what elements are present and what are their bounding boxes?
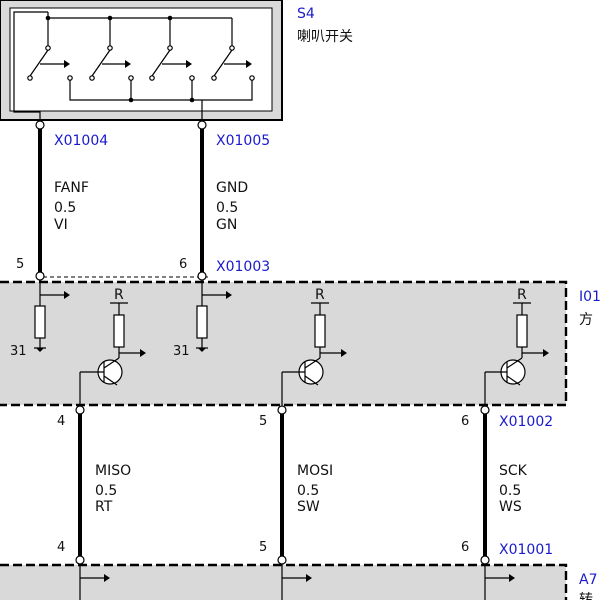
bottom-module xyxy=(0,555,568,600)
switch-contacts xyxy=(27,45,255,81)
transistor-stage-2 xyxy=(281,302,347,407)
resistor-ref-2: R xyxy=(315,287,325,303)
pin-miso-bottom: 4 xyxy=(57,540,65,555)
pin-fanf: 5 xyxy=(16,257,24,272)
wire-sck-size: 0.5 xyxy=(499,483,521,499)
horn-switch-block xyxy=(0,0,283,121)
wire-sck-color: WS xyxy=(499,499,522,515)
connector-top-right-label[interactable]: X01005 xyxy=(216,133,270,149)
wire-mosi-color: SW xyxy=(297,499,320,515)
wire-miso-color: RT xyxy=(95,499,113,515)
terminal-sck-top xyxy=(480,405,490,415)
bottom-module-id[interactable]: A7 xyxy=(579,572,597,588)
bottom-module-name: 转 xyxy=(579,592,593,600)
switch-id[interactable]: S4 xyxy=(297,6,315,22)
resistor-ref-1: R xyxy=(114,287,124,303)
wire-mosi-signal: MOSI xyxy=(297,463,333,479)
terminal-top-left xyxy=(35,120,45,130)
pin-mosi-bottom: 5 xyxy=(259,540,267,555)
connector-lower-mid-label[interactable]: X01002 xyxy=(499,414,553,430)
wire-miso-signal: MISO xyxy=(95,463,131,479)
middle-module-id[interactable]: I01 xyxy=(579,289,600,305)
resistor-ref-3: R xyxy=(517,287,527,303)
connector-mid-label[interactable]: X01003 xyxy=(216,259,270,275)
connector-bottom-label[interactable]: X01001 xyxy=(499,542,553,558)
wire-fanf-color: VI xyxy=(54,217,68,233)
terminal-mosi-top xyxy=(277,405,287,415)
terminal-top-right xyxy=(197,120,207,130)
wire-fanf-size: 0.5 xyxy=(54,200,76,216)
middle-module xyxy=(0,271,568,407)
wire-mosi-size: 0.5 xyxy=(297,483,319,499)
wire-miso-size: 0.5 xyxy=(95,483,117,499)
connector-top-left-label[interactable]: X01004 xyxy=(54,133,108,149)
pin-sck-top: 6 xyxy=(461,414,469,429)
pin-gnd: 6 xyxy=(179,257,187,272)
terminal-miso-top xyxy=(75,405,85,415)
pin-miso-top: 4 xyxy=(57,414,65,429)
wire-gnd-size: 0.5 xyxy=(216,200,238,216)
wire-gnd-signal: GND xyxy=(216,180,248,196)
wire-sck-signal: SCK xyxy=(499,463,528,479)
ground-ref-2: 31 xyxy=(173,344,190,359)
pin-sck-bottom: 6 xyxy=(461,540,469,555)
transistor-stage-3 xyxy=(484,302,549,407)
switch-name: 喇叭开关 xyxy=(297,29,353,45)
wire-fanf-signal: FANF xyxy=(54,180,89,196)
pin-mosi-top: 5 xyxy=(259,414,267,429)
middle-module-name: 方 xyxy=(579,312,593,328)
ground-ref-1: 31 xyxy=(10,344,27,359)
transistor-stage-1 xyxy=(79,302,146,407)
wire-gnd-color: GN xyxy=(216,217,237,233)
